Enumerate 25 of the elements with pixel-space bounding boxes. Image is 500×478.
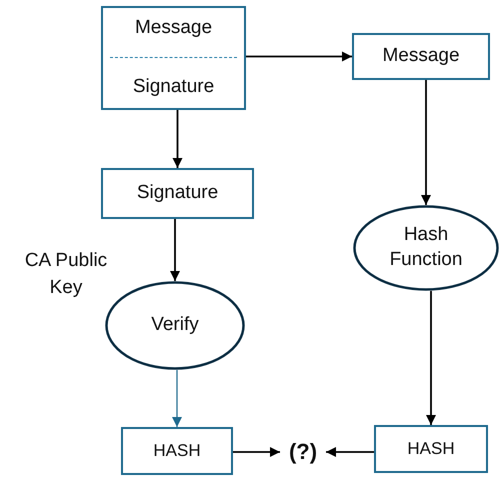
process-box (101, 168, 254, 219)
node-label: Message (382, 44, 460, 68)
process-box (374, 425, 488, 473)
node-label: (?) (288, 438, 318, 466)
process-box (352, 33, 490, 80)
arrow (421, 80, 431, 205)
node-label: HASH (407, 438, 455, 460)
ellipse-node (353, 205, 499, 291)
ellipse-node (105, 281, 245, 370)
arrow (170, 219, 180, 281)
process-box (101, 6, 246, 110)
node-label: Message (134, 16, 212, 40)
arrow (172, 110, 182, 168)
node-label: Hash Function (388, 223, 464, 272)
node-label: HASH (153, 440, 201, 462)
arrow (233, 447, 280, 457)
side-label: CA Public Key (24, 249, 108, 300)
arrow (326, 447, 374, 457)
node-label: Verify (151, 313, 199, 338)
node-label: Signature (136, 181, 218, 206)
arrow (172, 370, 182, 427)
arrow (246, 52, 352, 62)
node-label: Signature (132, 75, 214, 100)
process-box (121, 427, 233, 475)
arrow (426, 290, 436, 425)
